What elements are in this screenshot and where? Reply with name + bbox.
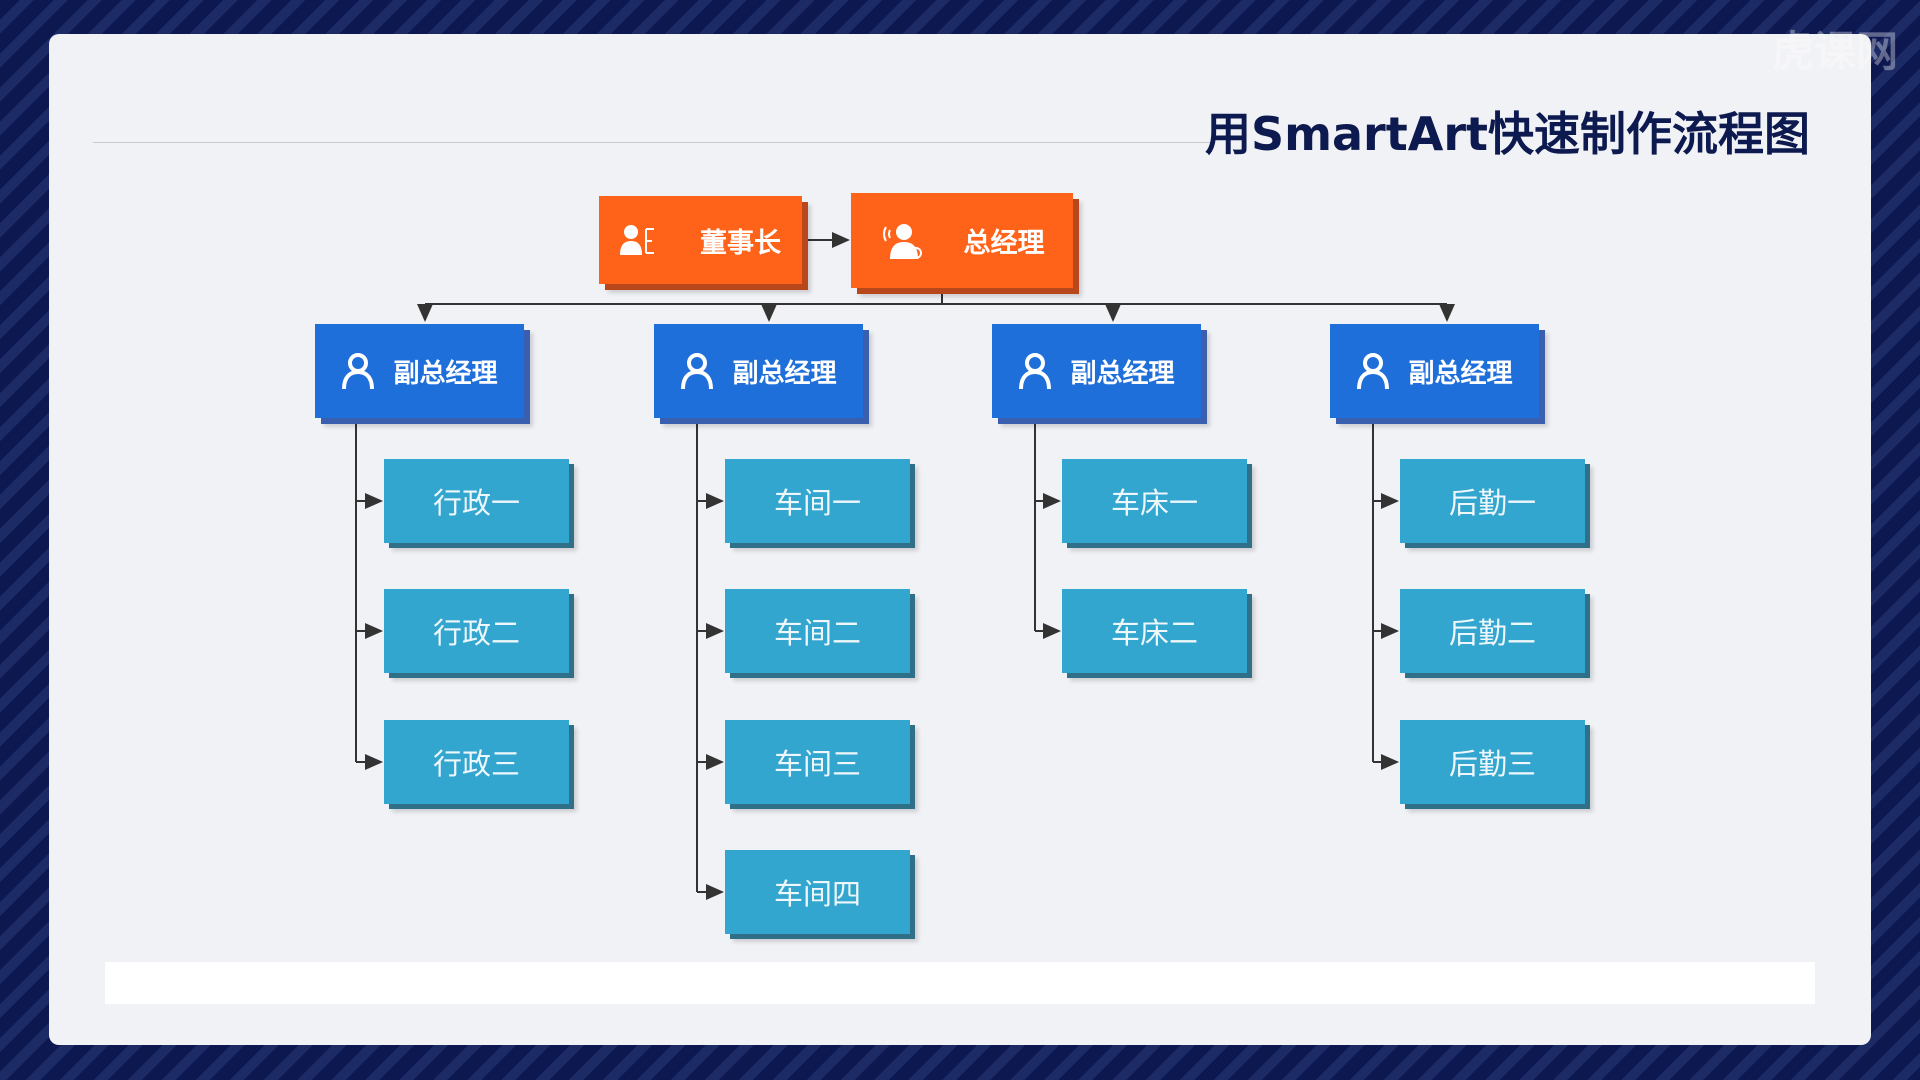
department-box-label: 车间三: [773, 747, 861, 781]
vice-gm-box[interactable]: 副总经理: [1330, 324, 1539, 418]
vice-gm-box[interactable]: 副总经理: [315, 324, 524, 418]
department-box-label: 后勤三: [1448, 747, 1536, 781]
general-manager-box[interactable]: 总经理: [851, 193, 1073, 288]
department-box[interactable]: 车床二: [1062, 589, 1247, 673]
general-manager-box-label: 总经理: [963, 228, 1045, 259]
vice-gm-box[interactable]: 副总经理: [654, 324, 863, 418]
vice-gm-box-label: 副总经理: [393, 358, 498, 389]
vice-gm-box-label: 副总经理: [732, 358, 837, 389]
chairman-box-label: 董事长: [700, 227, 781, 259]
department-box[interactable]: 车间四: [725, 850, 910, 934]
department-box[interactable]: 后勤一: [1400, 459, 1585, 543]
person-icon: [680, 352, 714, 390]
department-box[interactable]: 行政三: [384, 720, 569, 804]
bottom-bar: [105, 962, 1815, 1004]
department-box-label: 车床二: [1110, 616, 1198, 650]
manager-icon: [880, 221, 930, 261]
department-box-label: 行政二: [432, 616, 520, 650]
department-box[interactable]: 车间二: [725, 589, 910, 673]
department-box[interactable]: 车间三: [725, 720, 910, 804]
department-box-label: 行政一: [432, 486, 520, 520]
person-icon: [1356, 352, 1390, 390]
department-box-label: 后勤二: [1448, 616, 1536, 650]
department-box[interactable]: 后勤三: [1400, 720, 1585, 804]
department-box-label: 后勤一: [1448, 486, 1536, 520]
vice-gm-box-label: 副总经理: [1070, 358, 1175, 389]
department-box-label: 车床一: [1110, 486, 1198, 520]
watermark: 虎课网: [1771, 27, 1898, 76]
department-box[interactable]: 后勤二: [1400, 589, 1585, 673]
department-box-label: 车间一: [773, 486, 861, 520]
person-icon: [1018, 352, 1052, 390]
person-icon: [341, 352, 375, 390]
title-divider: [93, 142, 1210, 143]
vice-gm-box[interactable]: 副总经理: [992, 324, 1201, 418]
chairman-icon: [620, 223, 666, 257]
department-box[interactable]: 车床一: [1062, 459, 1247, 543]
department-box-label: 车间二: [773, 616, 861, 650]
department-box[interactable]: 行政二: [384, 589, 569, 673]
chairman-box[interactable]: 董事长: [599, 196, 802, 284]
department-box-label: 行政三: [432, 747, 520, 781]
department-box[interactable]: 行政一: [384, 459, 569, 543]
department-box-label: 车间四: [773, 877, 861, 911]
vice-gm-box-label: 副总经理: [1408, 358, 1513, 389]
department-box[interactable]: 车间一: [725, 459, 910, 543]
slide-title: 用SmartArt快速制作流程图: [1204, 107, 1810, 161]
